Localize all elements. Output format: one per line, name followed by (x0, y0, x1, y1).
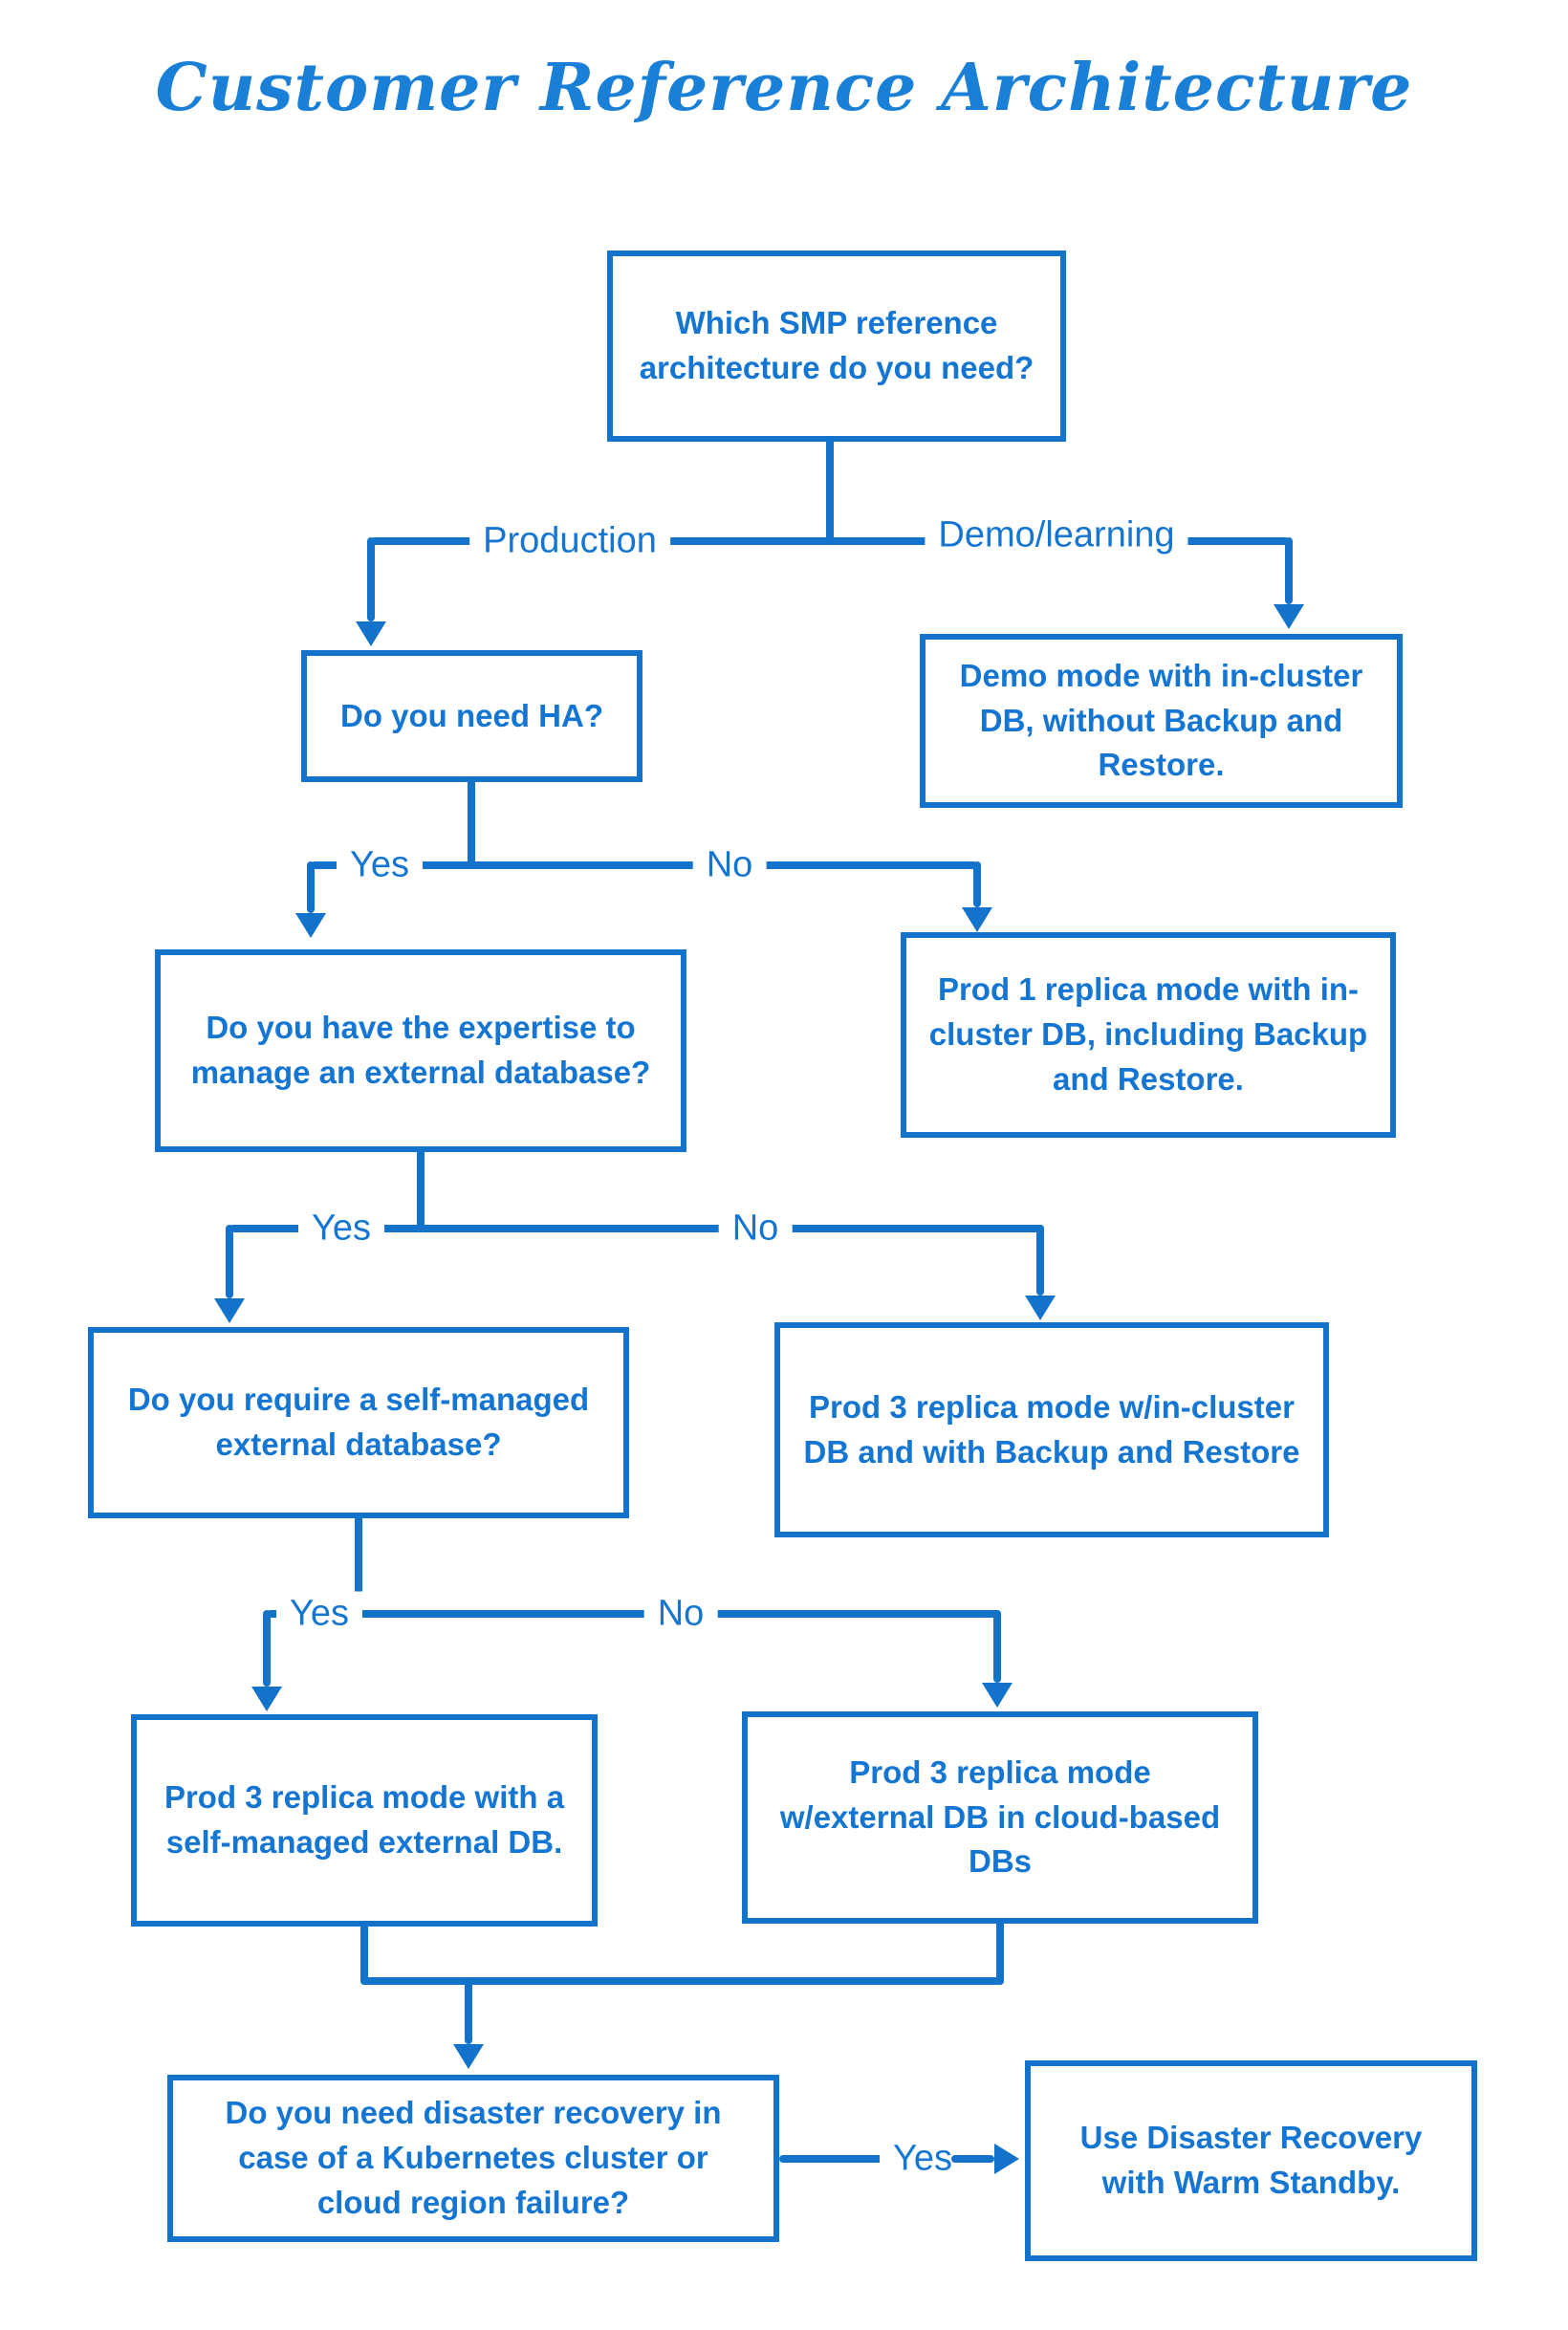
node-dr-result-text: Use Disaster Recovery with Warm Standby. (1079, 2120, 1423, 2200)
edge-label-production: Production (469, 518, 670, 564)
connector-branch1-right-drop (1285, 537, 1293, 604)
arrow-down-demo (1274, 604, 1304, 629)
node-prod3-incluster-result-text: Prod 3 replica mode w/in-cluster DB and … (803, 1388, 1300, 1470)
arrow-down-expertise-no (1025, 1296, 1056, 1320)
edge-label-selfmanaged-no: No (643, 1591, 718, 1637)
connector-branch2-right-drop (973, 861, 981, 907)
node-prod3-incluster-result: Prod 3 replica mode w/in-cluster DB and … (774, 1322, 1329, 1537)
connector-branch2-left-drop (307, 861, 315, 913)
node-prod1-result: Prod 1 replica mode with in-cluster DB, … (901, 932, 1396, 1138)
node-prod3-selfmanaged-result-text: Prod 3 replica mode with a self-managed … (163, 1779, 565, 1860)
connector-root-stem (826, 436, 834, 545)
arrow-down-production (356, 621, 386, 646)
connector-ha-stem (468, 776, 475, 865)
connector-branch1-horizontal (371, 537, 1289, 545)
connector-branch2-horizontal (311, 861, 977, 869)
node-prod3-selfmanaged-result: Prod 3 replica mode with a self-managed … (131, 1714, 598, 1927)
connector-branch4-right-drop (993, 1610, 1001, 1683)
arrow-down-ha-no (962, 907, 992, 932)
node-selfmanaged-question-text: Do you require a self-managed external d… (127, 1382, 590, 1462)
connector-selfmanaged-stem (355, 1513, 362, 1614)
node-disaster-recovery-question-text: Do you need disaster recovery in case of… (225, 2095, 722, 2220)
connector-merge-stem (465, 1977, 472, 2044)
arrow-right-dr-yes (994, 2144, 1019, 2174)
arrow-down-selfmanaged-yes (251, 1687, 282, 1711)
node-need-ha-question-text: Do you need HA? (339, 697, 603, 733)
connector-expertise-stem (417, 1146, 425, 1229)
node-demo-result-text: Demo mode with in-cluster DB, without Ba… (959, 657, 1363, 783)
node-root-question-text: Which SMP reference architecture do you … (639, 305, 1034, 385)
node-demo-result: Demo mode with in-cluster DB, without Ba… (920, 634, 1403, 808)
connector-branch3-horizontal (229, 1225, 1044, 1232)
connector-dr-yes-line-a (779, 2155, 894, 2163)
edge-label-ha-yes: Yes (337, 842, 423, 888)
edge-label-expertise-no: No (718, 1206, 793, 1252)
node-dr-result: Use Disaster Recovery with Warm Standby. (1025, 2060, 1477, 2261)
node-need-ha-question: Do you need HA? (301, 650, 642, 782)
edge-label-selfmanaged-yes: Yes (276, 1591, 362, 1637)
connector-branch4-left-drop (263, 1610, 271, 1687)
node-root-question: Which SMP reference architecture do you … (607, 250, 1066, 442)
arrow-down-ha-yes (295, 913, 326, 938)
node-prod3-cloud-result-text: Prod 3 replica mode w/external DB in clo… (779, 1753, 1221, 1880)
node-prod3-cloud-result: Prod 3 replica mode w/external DB in clo… (742, 1711, 1258, 1924)
edge-label-ha-no: No (692, 842, 767, 888)
connector-dr-yes-line-b (951, 2155, 994, 2163)
diagram-title: Customer Reference Architecture (155, 50, 1413, 126)
connector-branch3-right-drop (1036, 1225, 1044, 1296)
arrow-down-selfmanaged-no (982, 1683, 1013, 1708)
connector-branch1-left-drop (367, 537, 375, 621)
node-expertise-question-text: Do you have the expertise to manage an e… (190, 1010, 651, 1090)
connector-branch3-left-drop (226, 1225, 233, 1298)
connector-merge-horizontal (360, 1977, 1004, 1985)
edge-label-expertise-yes: Yes (298, 1206, 384, 1252)
arrow-down-expertise-yes (214, 1298, 245, 1323)
node-disaster-recovery-question: Do you need disaster recovery in case of… (167, 2075, 779, 2242)
node-expertise-question: Do you have the expertise to manage an e… (155, 949, 686, 1152)
arrow-down-merge (453, 2044, 484, 2069)
connector-merge-right-drop (996, 1918, 1004, 1985)
node-prod1-result-text: Prod 1 replica mode with in-cluster DB, … (928, 971, 1368, 1097)
connector-branch4-horizontal (267, 1610, 1001, 1618)
node-selfmanaged-question: Do you require a self-managed external d… (88, 1327, 629, 1518)
connector-merge-left-drop (360, 1921, 368, 1985)
edge-label-demo-learning: Demo/learning (925, 512, 1188, 558)
